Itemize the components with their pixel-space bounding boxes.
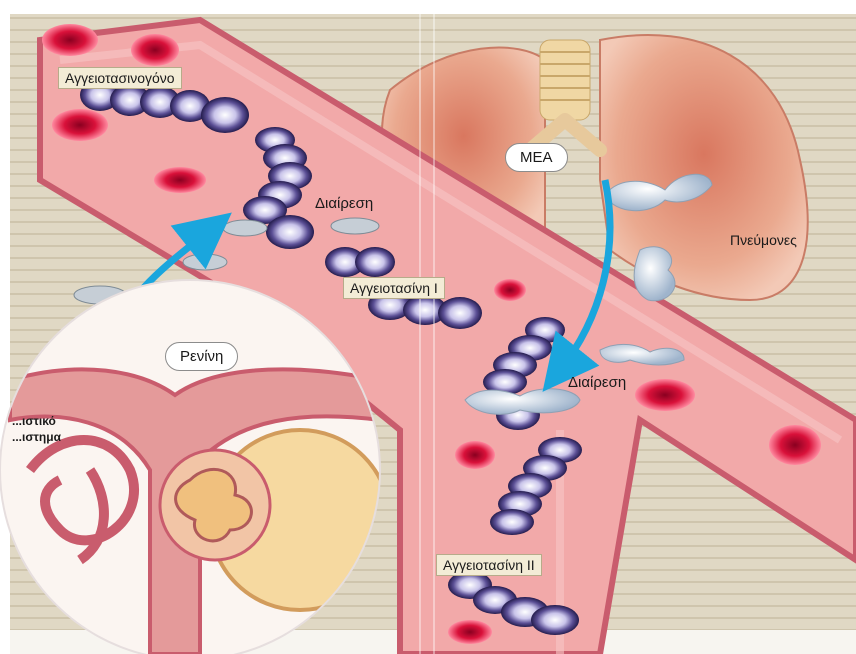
label-ace: ΜΕΑ <box>505 143 568 172</box>
label-lungs: Πνεύμονες <box>730 232 797 248</box>
label-angiotensinogen: Αγγειοτασινογόνο <box>58 67 182 89</box>
left-margin <box>0 0 10 654</box>
label-juxtaglomerular-line2: ...ιστημα <box>12 430 61 444</box>
label-cleavage-two: Διαίρεση <box>568 374 626 391</box>
label-angiotensin-two: Αγγειοτασίνη ΙΙ <box>436 554 542 576</box>
top-margin <box>0 0 856 14</box>
label-juxtaglomerular-line1: ...ιστικό <box>12 414 56 428</box>
label-cleavage-one: Διαίρεση <box>315 195 373 212</box>
label-renin: Ρενίνη <box>165 342 238 371</box>
label-angiotensin-one: Αγγειοτασίνη Ι <box>343 277 445 299</box>
